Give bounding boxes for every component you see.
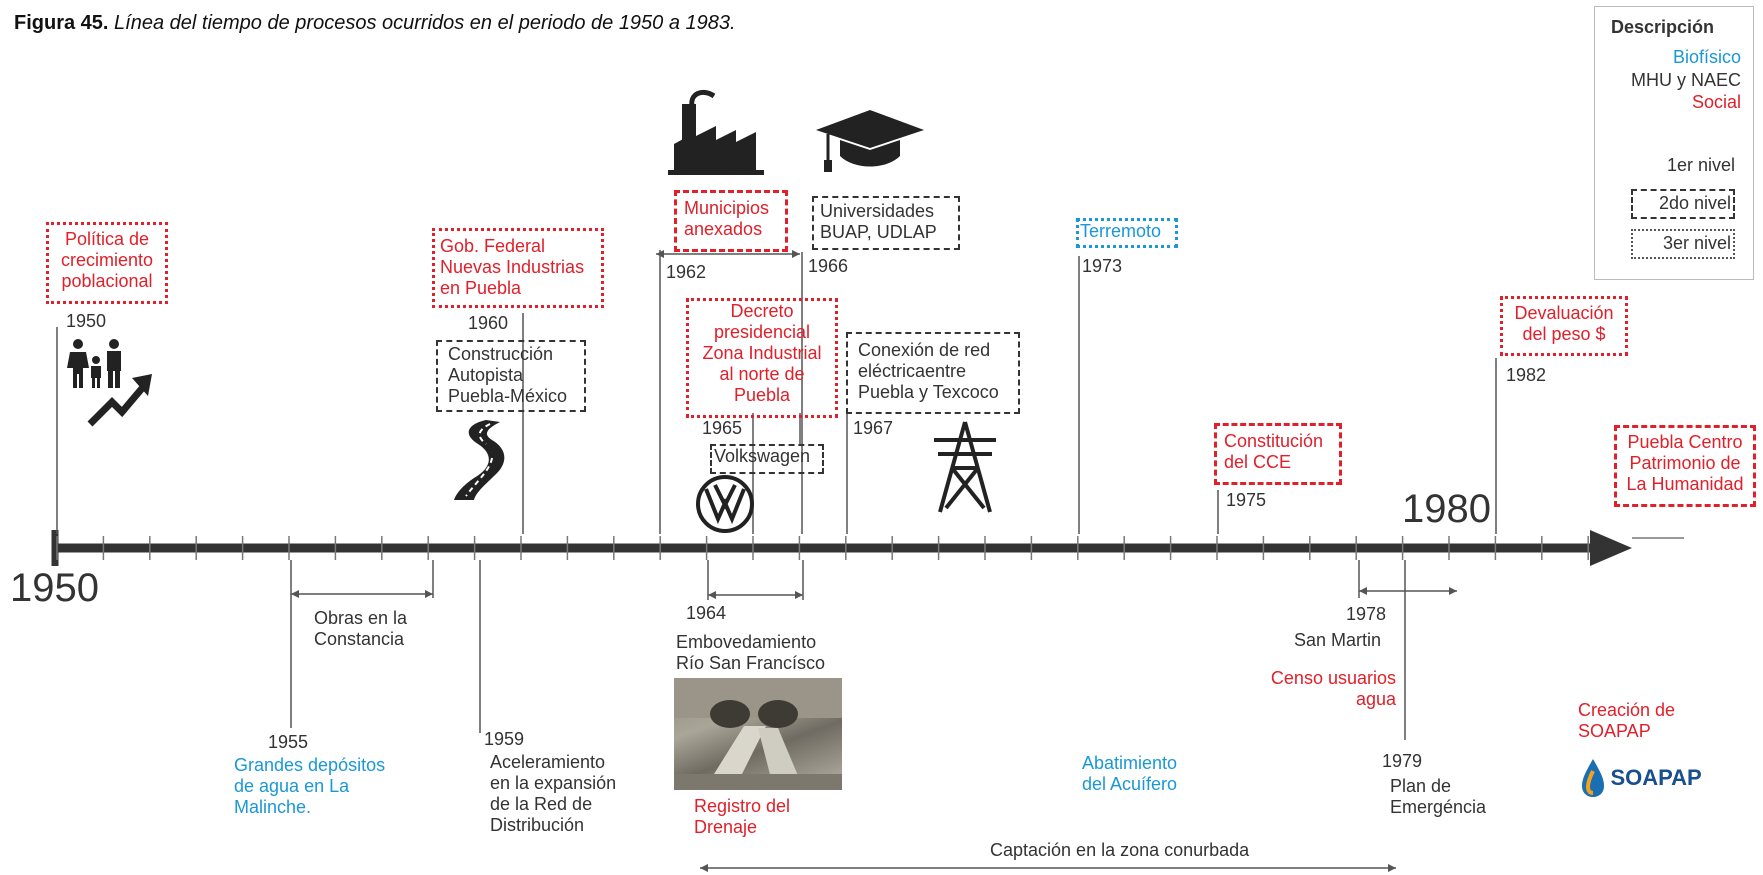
legend-social: Social [1691, 92, 1741, 112]
universidades-box [812, 196, 960, 250]
graduation-cap-icon [816, 110, 924, 172]
conexion-year: 1967 [853, 418, 894, 438]
legend-level3-box [1631, 229, 1735, 259]
terremoto-year: 1973 [1082, 256, 1123, 276]
plan-year: 1979 [1382, 751, 1423, 771]
decreto-box [686, 298, 838, 418]
figure-title: Figura 45. Línea del tiempo de procesos … [14, 12, 736, 35]
politica-box [46, 222, 168, 304]
devaluacion-year: 1982 [1506, 365, 1547, 385]
volkswagen-label: Volkswagen [714, 446, 811, 466]
embovedamiento-photo [674, 678, 842, 790]
cce-year: 1975 [1226, 490, 1267, 510]
sanmartin-year: 1978 [1346, 604, 1387, 624]
legend-biofisico: Biofísico [1672, 47, 1741, 67]
legend-level2-box [1631, 189, 1735, 219]
road-icon [454, 420, 505, 500]
legend-mhu: MHU y NAEC [1630, 70, 1741, 90]
family-icon [67, 339, 121, 388]
municipios-year: 1962 [666, 262, 707, 282]
devaluacion-box [1500, 296, 1628, 356]
legend: Descripción Biofísico MHU y NAEC Social … [1594, 6, 1754, 280]
legend-heading: Descripción [1611, 17, 1715, 37]
embovedamiento-year: 1964 [686, 603, 727, 623]
axis-start-year: 1950 [10, 566, 99, 610]
legend-level3: 3er nivel [1662, 233, 1731, 253]
gob-federal-year: 1960 [468, 313, 509, 333]
soapap-logo-text: SOAPAP [1610, 765, 1702, 790]
cce-box [1214, 423, 1342, 485]
decreto-year: 1965 [702, 418, 743, 438]
legend-level1: 1er nivel [1666, 155, 1735, 175]
volkswagen-box [710, 444, 824, 474]
soapap-logo: SOAPAP [1580, 757, 1702, 799]
patrimonio-box [1614, 425, 1756, 507]
growth-arrow-icon [87, 374, 152, 427]
captacion-label: Captación en la zona conurbada [990, 840, 1250, 860]
axis-mid-year: 1980 [1402, 487, 1491, 531]
universidades-year: 1966 [808, 256, 849, 276]
aceleramiento-year: 1959 [484, 729, 525, 749]
depositos-year: 1955 [268, 732, 309, 752]
figure-caption: Línea del tiempo de procesos ocurridos e… [114, 12, 736, 34]
legend-level2: 2do nivel [1658, 193, 1731, 213]
factory-icon [668, 89, 764, 175]
terremoto-box [1076, 218, 1178, 248]
terremoto-label: Terremoto [1080, 221, 1162, 241]
soapap-drop-icon [1582, 759, 1604, 797]
volkswagen-logo-icon [696, 475, 754, 533]
sanmartin-label: San Martin [1294, 630, 1382, 650]
autopista-box [436, 340, 586, 412]
figure-number: Figura 45. [14, 12, 109, 34]
power-tower-icon [934, 421, 996, 513]
politica-year: 1950 [66, 311, 107, 331]
gob-federal-box [432, 228, 604, 308]
municipios-box [674, 190, 788, 252]
conexion-box [846, 332, 1020, 414]
